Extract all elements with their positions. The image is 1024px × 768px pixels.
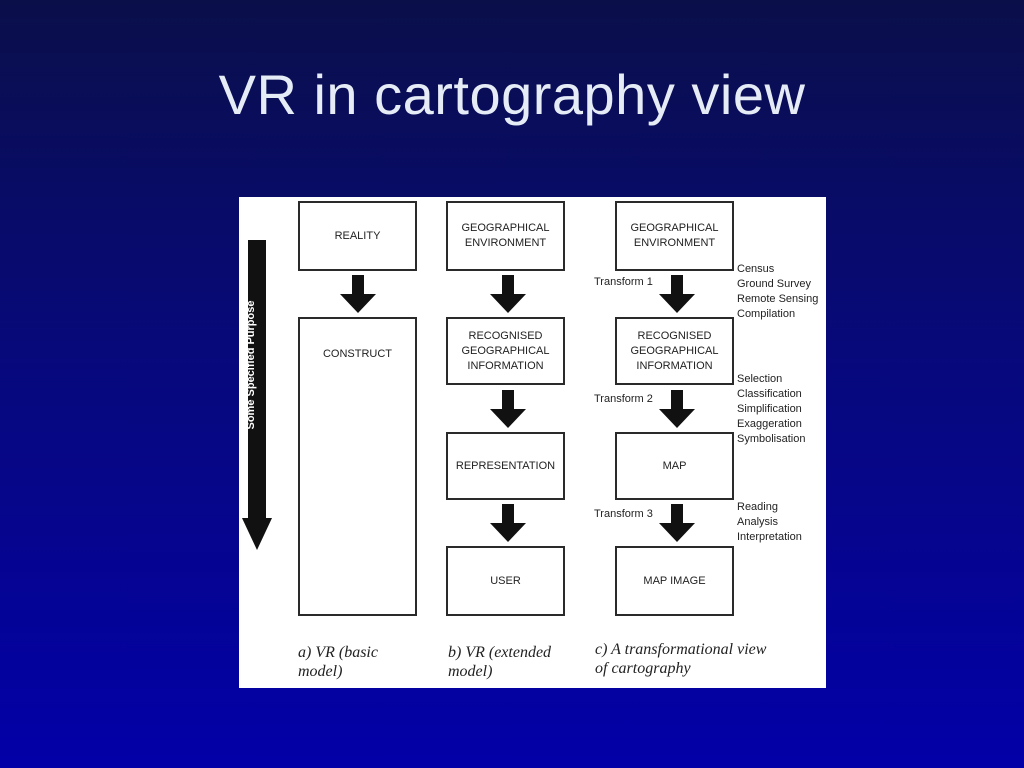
- box-geographical-environment-c: GEOGRAPHICAL ENVIRONMENT: [615, 201, 734, 271]
- transform-2-notes: Selection Classification Simplification …: [737, 373, 806, 445]
- purpose-arrow: Some Specified Purpose: [242, 240, 272, 550]
- box-reality: REALITY: [298, 201, 417, 271]
- box-map-image: MAP IMAGE: [615, 546, 734, 616]
- arrow-down-c3: [659, 504, 695, 544]
- arrow-down-b1: [490, 275, 526, 315]
- transform-1-notes: Census Ground Survey Remote Sensing Comp…: [737, 263, 819, 320]
- down-arrow-icon: [242, 240, 272, 550]
- caption-b: b) VR (extended model): [448, 644, 552, 680]
- box-map: MAP: [615, 432, 734, 500]
- box-construct: CONSTRUCT: [298, 317, 417, 616]
- caption-c: c) A transformational view of cartograph…: [595, 641, 767, 677]
- transform-3-notes: Reading Analysis Interpretation: [737, 501, 802, 543]
- box-user: USER: [446, 546, 565, 616]
- arrow-down-c2: [659, 390, 695, 430]
- arrow-down-b2: [490, 390, 526, 430]
- transform-1-label: Transform 1: [594, 276, 653, 288]
- purpose-arrow-label: Some Specified Purpose: [245, 300, 257, 430]
- box-recognised-info-b: RECOGNISED GEOGRAPHICAL INFORMATION: [446, 317, 565, 385]
- transform-3-label: Transform 3: [594, 508, 653, 520]
- transform-2-label: Transform 2: [594, 393, 653, 405]
- arrow-down-a1: [340, 275, 376, 315]
- arrow-down-b3: [490, 504, 526, 544]
- slide-title: VR in cartography view: [218, 63, 806, 126]
- box-representation: REPRESENTATION: [446, 432, 565, 500]
- cartography-diagram: Some Specified Purpose REALITY CONSTRUCT…: [239, 197, 826, 688]
- box-geographical-environment-b: GEOGRAPHICAL ENVIRONMENT: [446, 201, 565, 271]
- arrow-down-c1: [659, 275, 695, 315]
- caption-a: a) VR (basic model): [298, 644, 378, 680]
- box-recognised-info-c: RECOGNISED GEOGRAPHICAL INFORMATION: [615, 317, 734, 385]
